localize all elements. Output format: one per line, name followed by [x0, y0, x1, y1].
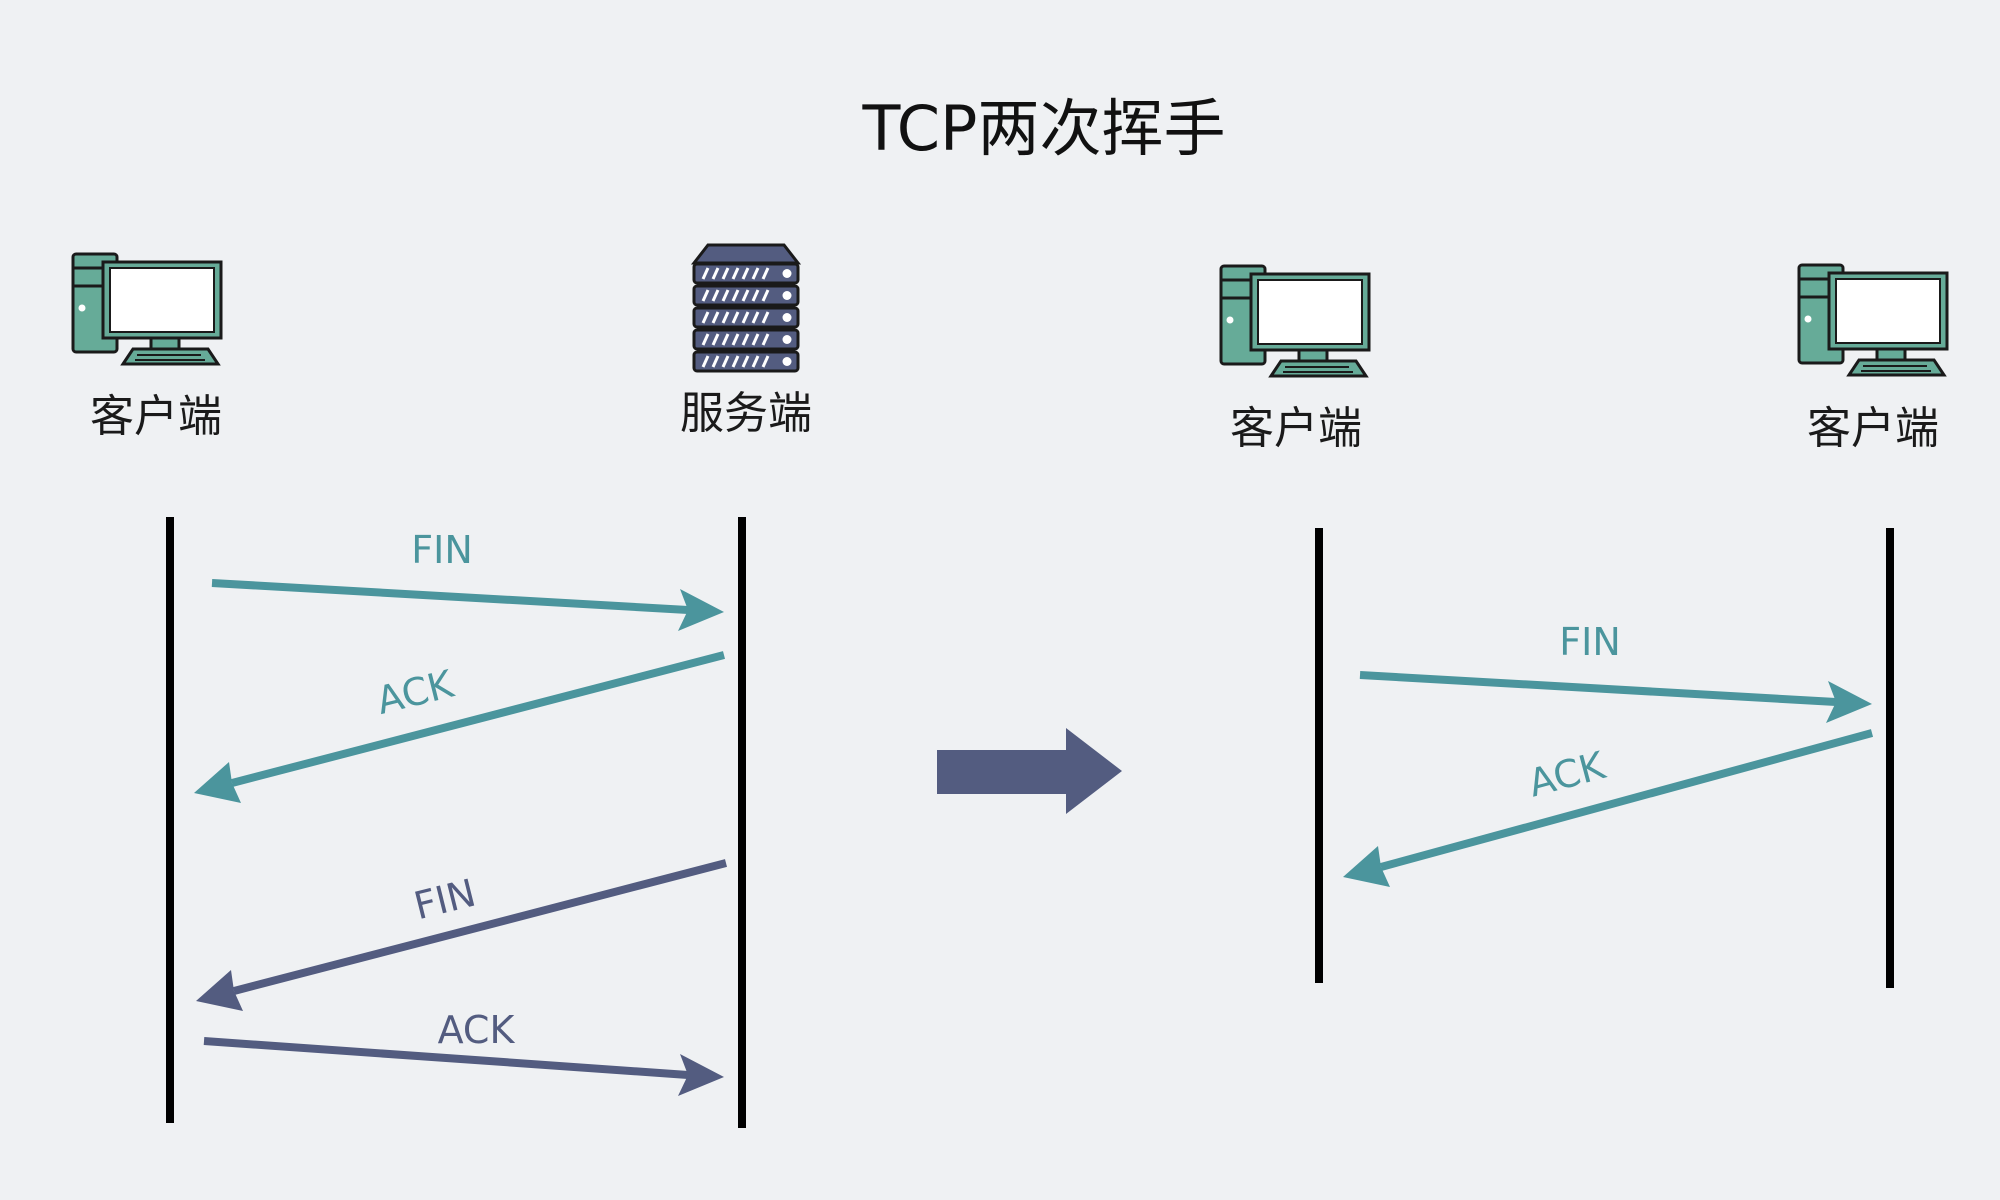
left-message-fin-1-label: FIN — [411, 528, 473, 572]
right-message-fin-label: FIN — [1559, 620, 1621, 664]
left-message-fin-1: FIN — [211, 528, 724, 631]
client-label: 客户端 — [90, 391, 222, 442]
left-message-fin-2-label: FIN — [410, 871, 480, 929]
left-message-fin-2: FIN — [196, 859, 728, 1011]
server-rack-icon — [690, 243, 802, 373]
right-message-fin: FIN — [1359, 620, 1872, 723]
transition-right-arrow-icon — [937, 728, 1122, 814]
diagram-title: TCP两次挥手 — [862, 92, 1226, 165]
client-a-label: 客户端 — [1230, 403, 1362, 454]
right-message-ack: ACK — [1343, 729, 1874, 887]
left-message-ack-1-label: ACK — [372, 661, 458, 723]
server-label: 服务端 — [680, 388, 812, 439]
client-b-desktop-icon — [1797, 263, 1949, 377]
client-b-label: 客户端 — [1807, 403, 1939, 454]
client-a-desktop-icon — [1219, 264, 1371, 378]
left-message-ack-2-label: ACK — [438, 1008, 516, 1052]
left-message-ack-1: ACK — [194, 651, 726, 803]
left-message-ack-2: ACK — [203, 1008, 724, 1096]
client-desktop-icon — [71, 252, 223, 366]
right-message-ack-label: ACK — [1524, 743, 1611, 806]
